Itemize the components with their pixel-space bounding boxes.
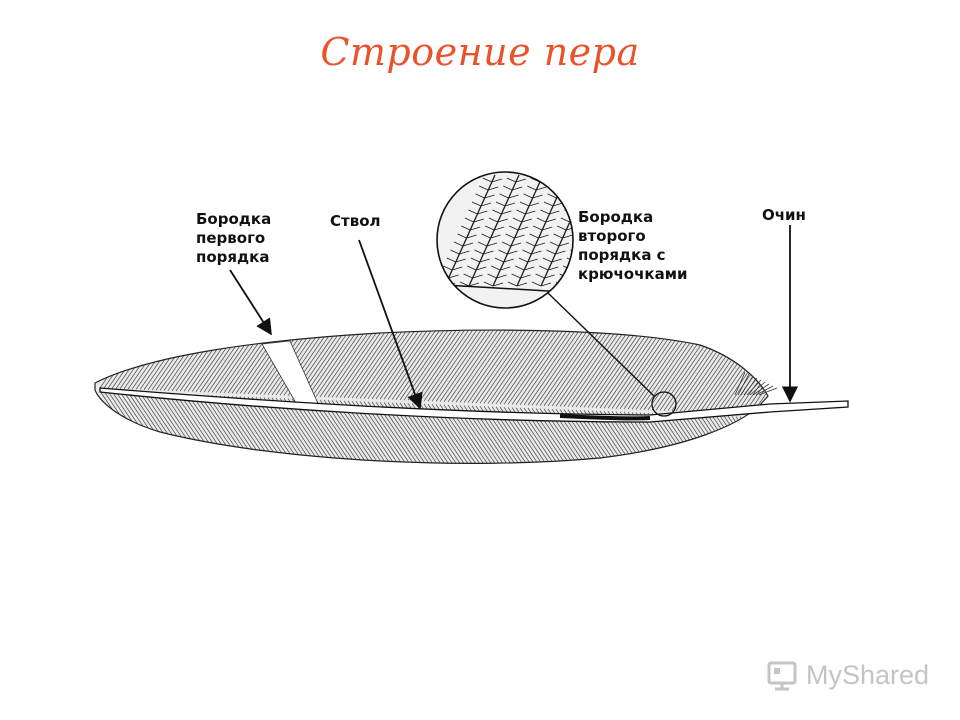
label-line: второго — [578, 227, 646, 245]
presentation-screen-icon — [767, 661, 797, 691]
watermark: MyShared — [766, 655, 929, 695]
label-line: Ствол — [330, 212, 381, 230]
label-first-order-barb: Бородка первого порядка — [196, 210, 306, 267]
label-line: первого — [196, 229, 266, 247]
barb-pointer-arrow — [229, 269, 272, 336]
label-second-order-barb: Бородка второго порядка с крючочками — [578, 208, 708, 284]
label-line: порядка — [196, 248, 270, 266]
barbule-pointer-line — [547, 292, 655, 397]
label-quill: Очин — [762, 206, 832, 225]
label-line: Бородка — [196, 210, 272, 228]
label-line: Очин — [762, 206, 806, 224]
label-line: Бородка — [578, 208, 654, 226]
label-line: крючочками — [578, 265, 688, 283]
feather-shaft — [99, 387, 849, 423]
label-line: порядка с — [578, 246, 666, 264]
detail-marker-circle — [651, 391, 677, 417]
shaft-pointer-arrow — [358, 239, 423, 410]
page-title: Строение пера — [320, 30, 640, 74]
watermark-text: MyShared — [806, 659, 930, 690]
label-shaft: Ствол — [330, 212, 410, 231]
